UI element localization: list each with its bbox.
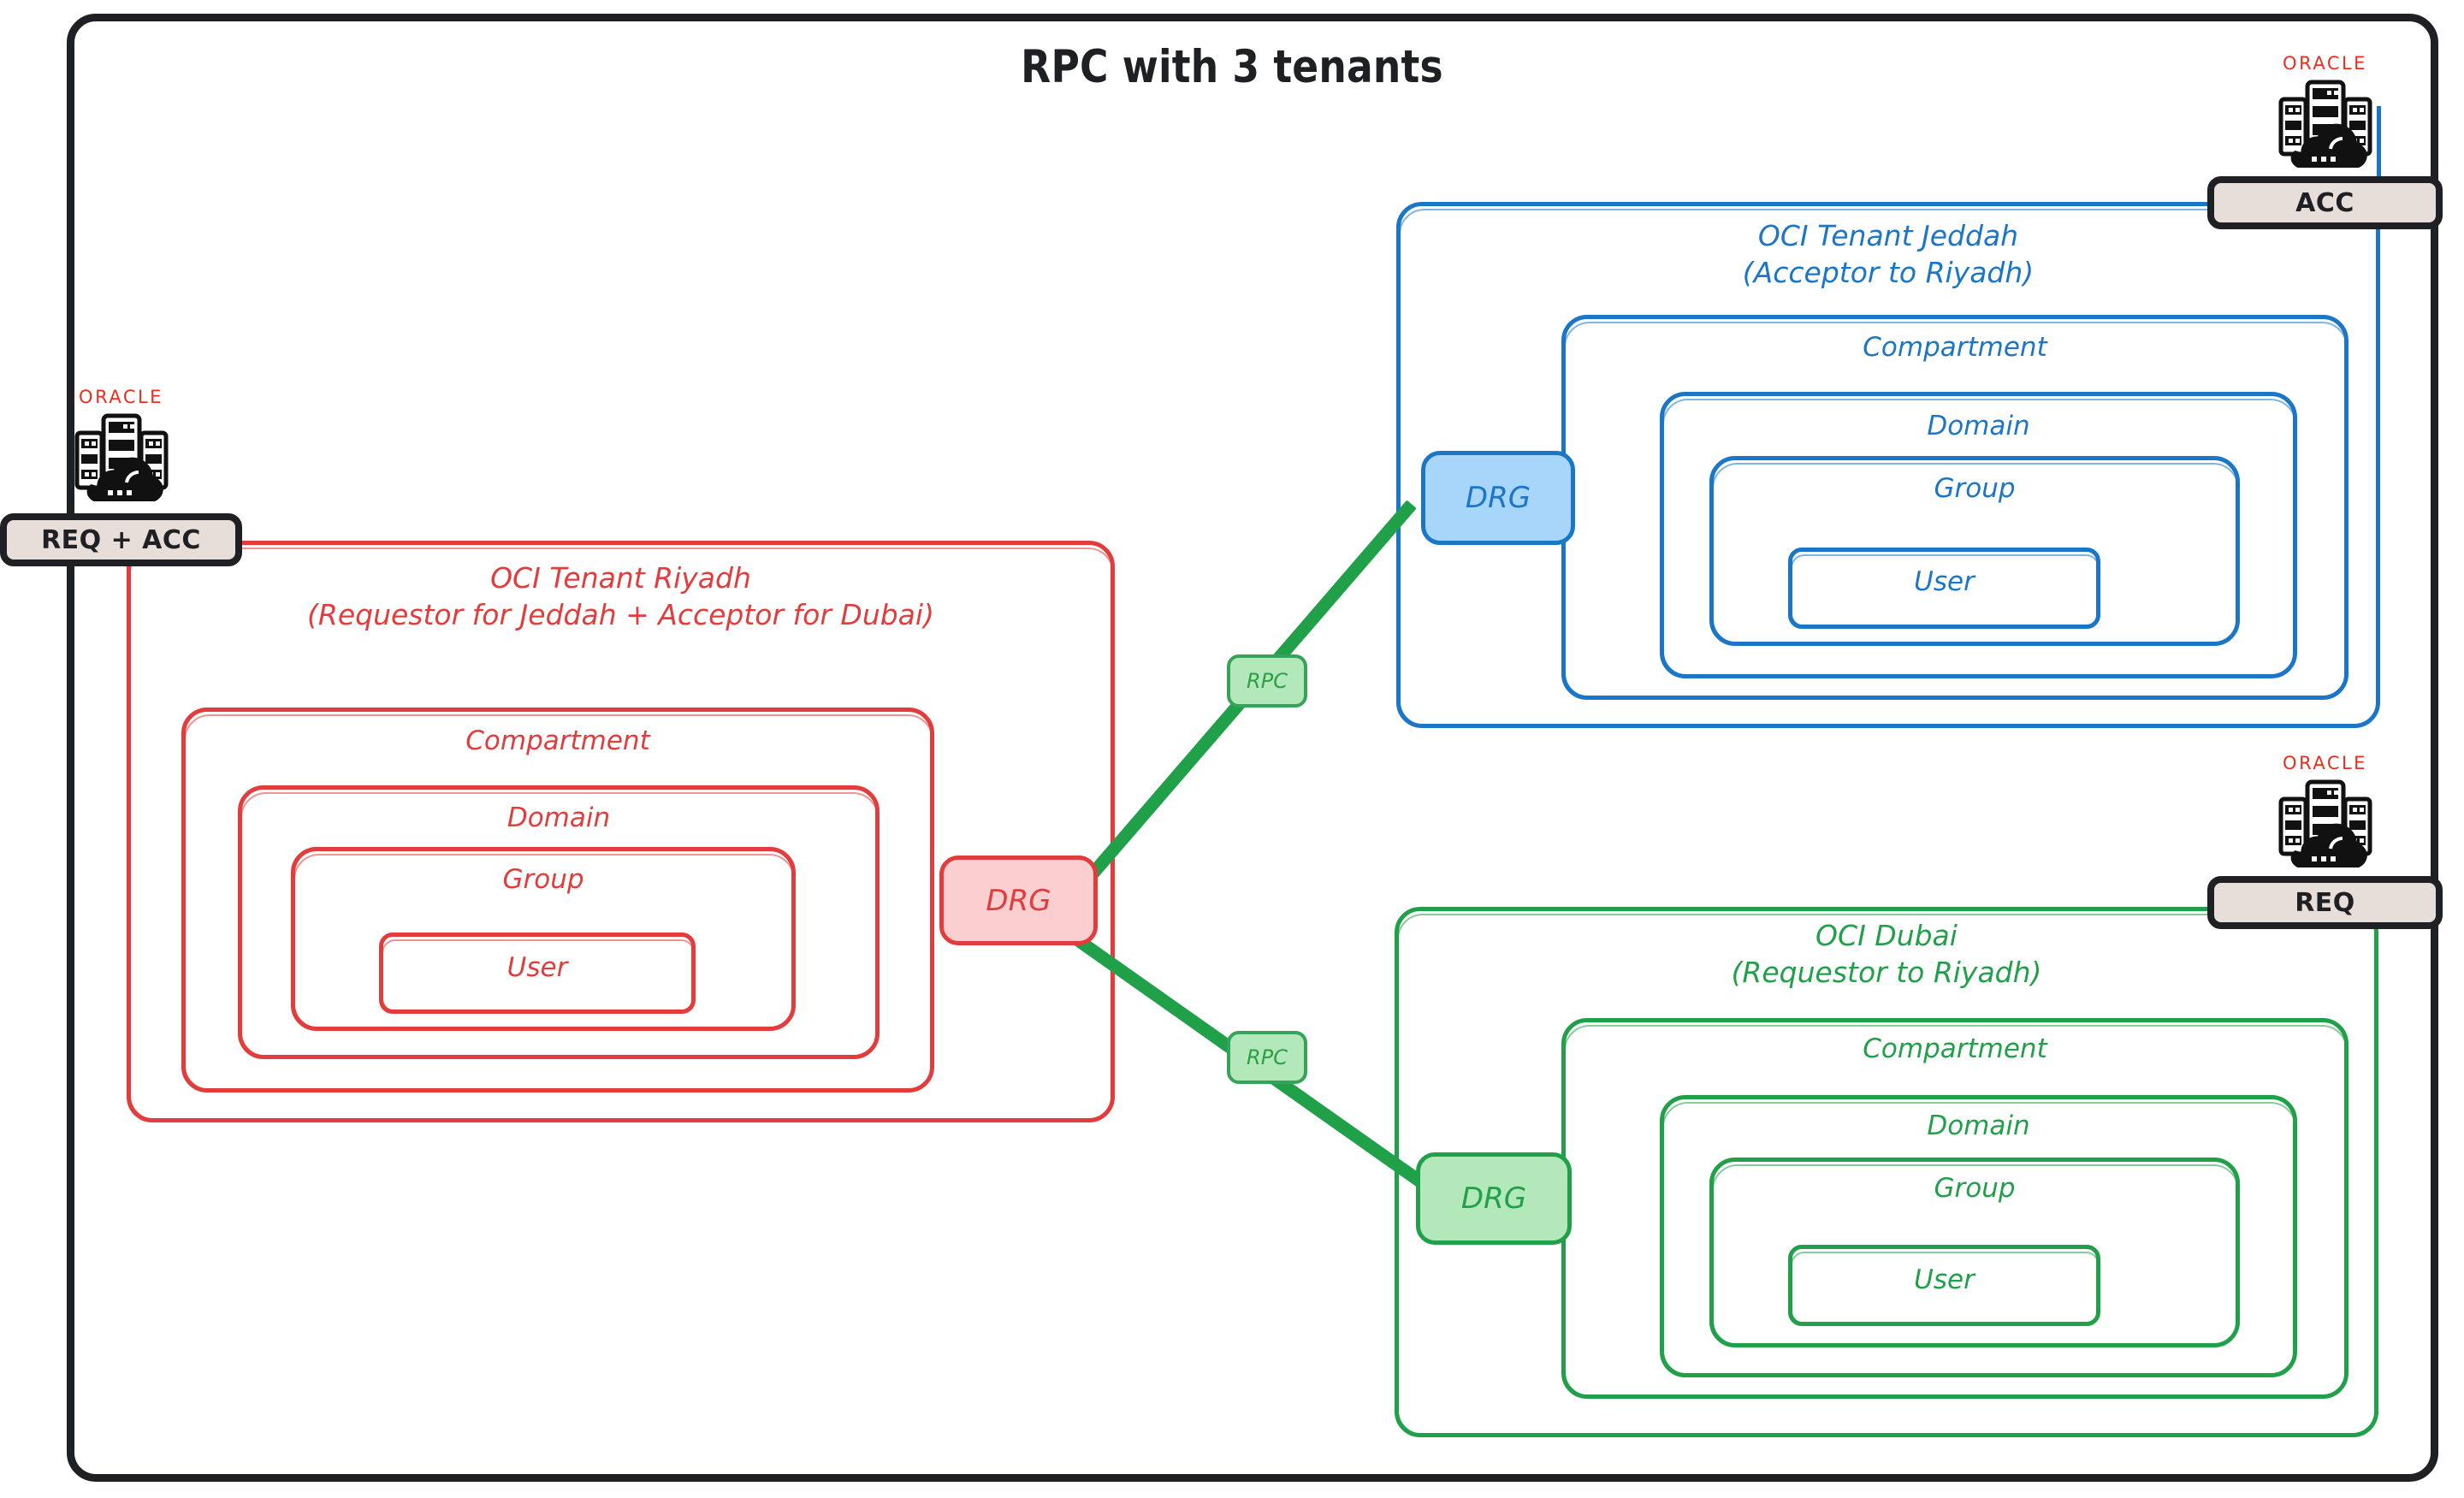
riyadh-user-label: User — [506, 952, 568, 983]
tenant-jeddah-boundary[interactable] — [1396, 202, 2380, 728]
badge-req-plate[interactable]: REQ — [2207, 876, 2443, 929]
oracle-wordmark: ORACLE — [2283, 53, 2367, 74]
jeddah-group-label: Group — [1934, 473, 2016, 504]
riyadh-compartment-box[interactable] — [181, 708, 934, 1092]
oracle-datacenter-cloud-icon — [2276, 775, 2375, 871]
jeddah-user-label: User — [1914, 566, 1975, 597]
rpc-label-riyadh-jeddah[interactable]: RPC — [1227, 654, 1307, 708]
jeddah-domain-box[interactable] — [1660, 392, 2297, 678]
riyadh-domain-label: Domain — [506, 802, 611, 833]
badge-req-acc-plate[interactable]: REQ + ACC — [0, 513, 242, 566]
riyadh-group-box[interactable] — [291, 847, 796, 1031]
riyadh-compartment-label: Compartment — [465, 725, 650, 756]
tenant-riyadh-title: OCI Tenant Riyadh (Requestor for Jeddah … — [307, 561, 934, 631]
oracle-wordmark: ORACLE — [79, 387, 163, 407]
tenant-dubai-title: OCI Dubai (Requestor to Riyadh) — [1731, 919, 2042, 989]
jeddah-domain-label: Domain — [1927, 411, 2030, 441]
badge-acc[interactable]: ORACLE — [2207, 53, 2443, 229]
oracle-datacenter-cloud-icon — [72, 409, 171, 505]
dubai-group-box[interactable] — [1709, 1158, 2240, 1347]
jeddah-group-box[interactable] — [1709, 456, 2240, 646]
dubai-domain-box[interactable] — [1660, 1095, 2297, 1377]
stub-jeddah-to-acc — [2377, 106, 2381, 205]
badge-acc-plate[interactable]: ACC — [2207, 176, 2443, 229]
jeddah-compartment-label: Compartment — [1863, 332, 2047, 363]
dubai-user-box[interactable] — [1788, 1245, 2100, 1326]
rpc-label-riyadh-dubai[interactable]: RPC — [1227, 1031, 1307, 1084]
riyadh-user-box[interactable] — [379, 933, 696, 1014]
dubai-domain-label: Domain — [1927, 1110, 2030, 1141]
badge-req-acc[interactable]: ORACLE — [0, 387, 242, 566]
riyadh-drg[interactable]: DRG — [939, 856, 1098, 945]
oracle-datacenter-cloud-icon — [2276, 75, 2375, 171]
dubai-group-label: Group — [1934, 1173, 2016, 1204]
dubai-compartment-label: Compartment — [1863, 1033, 2047, 1064]
dubai-drg[interactable]: DRG — [1416, 1152, 1572, 1245]
riyadh-group-label: Group — [502, 864, 584, 895]
tenant-jeddah-title: OCI Tenant Jeddah (Acceptor to Riyadh) — [1742, 219, 2035, 289]
dubai-user-label: User — [1914, 1264, 1975, 1295]
page-title: RPC with 3 tenants — [1021, 41, 1443, 93]
jeddah-user-box[interactable] — [1788, 548, 2100, 629]
jeddah-drg[interactable]: DRG — [1421, 451, 1575, 545]
diagram-frame — [67, 14, 2438, 1482]
oracle-wordmark: ORACLE — [2283, 753, 2367, 773]
badge-req[interactable]: ORACLE — [2207, 753, 2443, 929]
riyadh-domain-box[interactable] — [238, 785, 880, 1059]
tenant-riyadh-boundary[interactable] — [127, 541, 1115, 1122]
